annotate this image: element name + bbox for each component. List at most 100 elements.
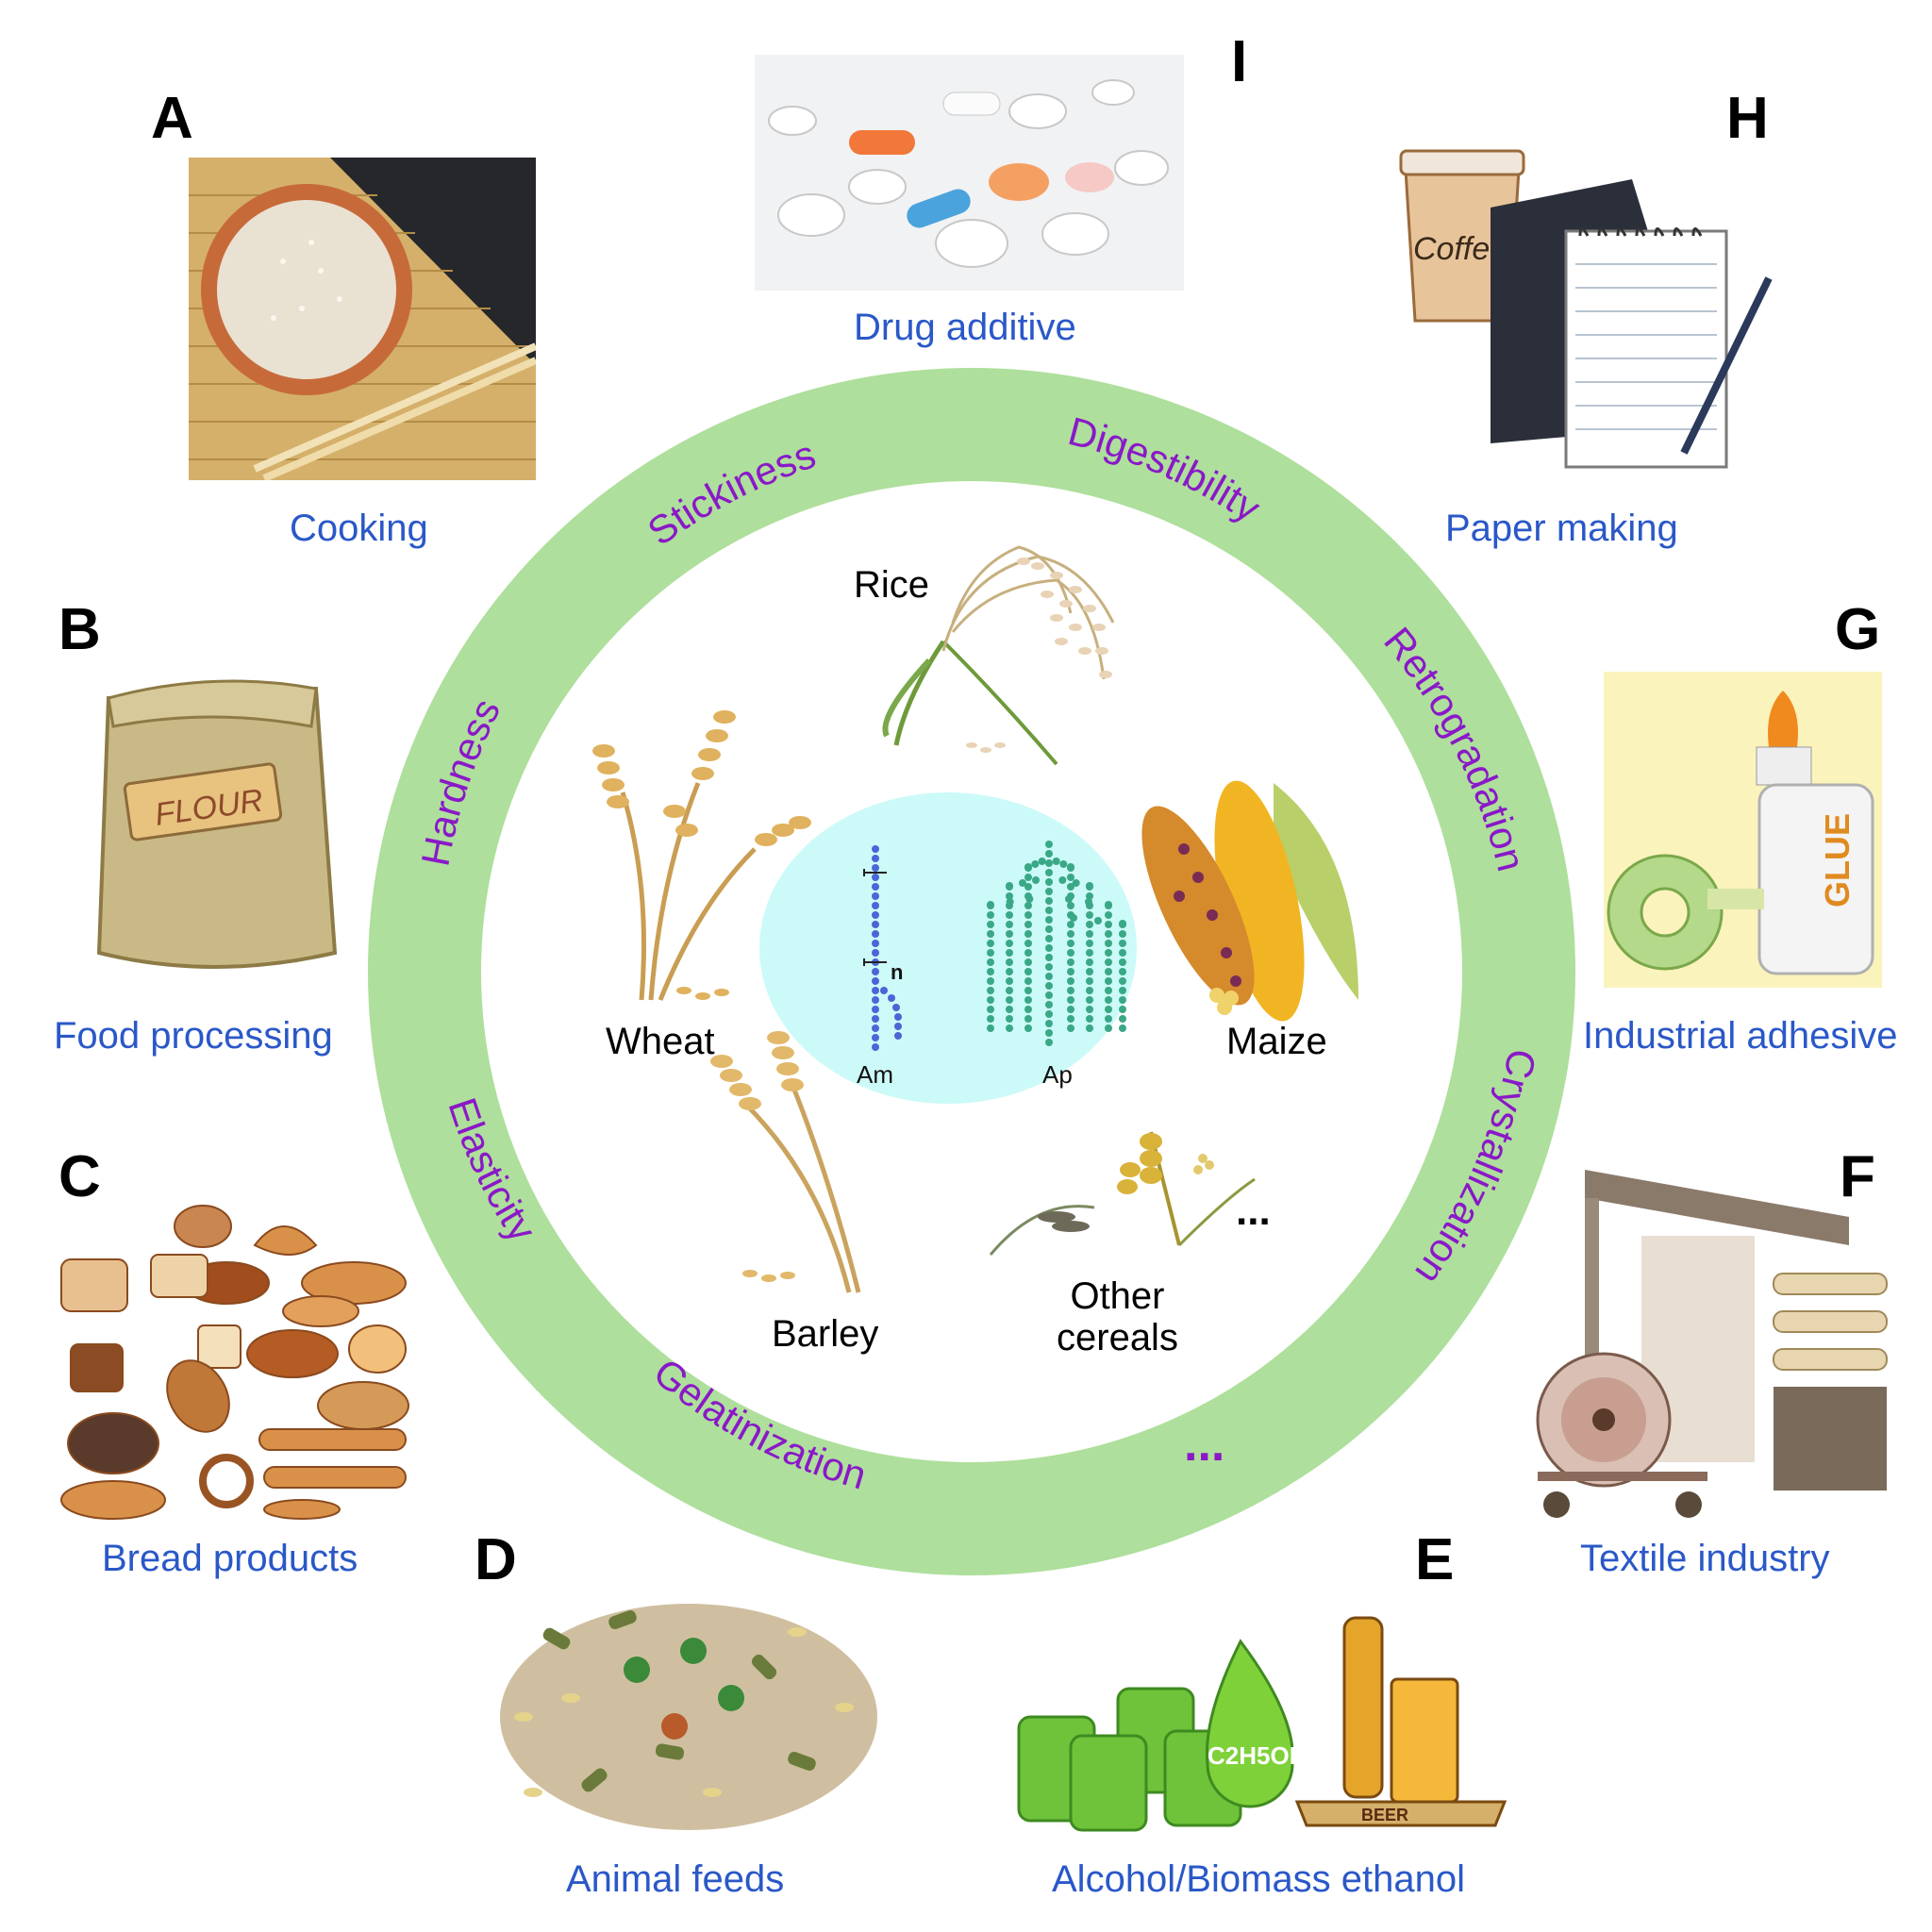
amylopectin-bead — [987, 902, 994, 909]
amylopectin-bead — [1119, 1024, 1126, 1032]
amylopectin-bead — [1119, 949, 1126, 957]
amylopectin-bead — [1006, 892, 1013, 900]
amylopectin-bead — [1045, 944, 1053, 952]
amylopectin-bead — [1006, 1006, 1013, 1013]
amylopectin-bead — [987, 996, 994, 1004]
amylopectin-bead — [1105, 996, 1112, 1004]
amylopectin-bead — [987, 911, 994, 919]
amylopectin-bead — [1006, 1024, 1013, 1032]
amylopectin-bead — [1045, 1001, 1053, 1008]
flour-bag-illustration: FLOUR — [96, 679, 338, 969]
amylopectin-bead — [1006, 977, 1013, 985]
amylopectin-bead — [1024, 930, 1032, 938]
panel-letter-h: H — [1726, 86, 1769, 151]
amylopectin-bead — [1072, 879, 1080, 887]
panel-letter-b: B — [58, 597, 101, 662]
barley-illustration — [710, 1031, 861, 1293]
amylopectin-label: Ap — [1042, 1060, 1073, 1089]
crop-label-wheat: Wheat — [606, 1021, 715, 1062]
panel-letter-f: F — [1840, 1144, 1875, 1209]
amylopectin-bead — [1094, 917, 1102, 924]
other-cereals-illustration — [989, 1131, 1256, 1256]
amylopectin-bead — [987, 930, 994, 938]
amylopectin-bead — [1067, 940, 1074, 947]
amylopectin-bead — [1105, 902, 1112, 909]
amylopectin-bead — [1006, 940, 1013, 947]
amylopectin-bead — [1119, 921, 1126, 928]
panel-letter-g: G — [1835, 597, 1881, 662]
amylopectin-bead — [1006, 911, 1013, 919]
amylopectin-bead — [1105, 958, 1112, 966]
repeat-label: n — [891, 960, 903, 984]
amylopectin-bead — [987, 968, 994, 975]
starch-core — [759, 792, 1137, 1104]
property-ellipsis: ... — [1184, 1417, 1224, 1472]
amylopectin-bead — [1024, 874, 1032, 881]
amylopectin-bead — [1045, 850, 1053, 858]
amylopectin-bead — [1067, 902, 1074, 909]
rice-plant-illustration — [882, 545, 1115, 766]
amylopectin-bead — [1086, 958, 1093, 966]
amylopectin-bead — [1086, 921, 1093, 928]
amylopectin-bead — [1052, 858, 1060, 865]
wheat-plant-illustration — [592, 710, 811, 1001]
amylopectin-bead — [1045, 888, 1053, 895]
amylopectin-bead — [1006, 1015, 1013, 1023]
amylopectin-bead — [1038, 858, 1046, 865]
caption-cooking: Cooking — [290, 508, 428, 549]
amylopectin-bead — [1119, 1006, 1126, 1013]
amylopectin-bead — [1024, 940, 1032, 947]
amylopectin-bead — [1119, 958, 1126, 966]
amylopectin-branches — [987, 841, 1126, 1046]
amylopectin-bead — [987, 977, 994, 985]
amylopectin-bead — [1105, 1006, 1112, 1013]
amylopectin-bead — [1024, 1024, 1032, 1032]
crop-label-other-cereals: Other cereals — [1057, 1275, 1178, 1358]
amylopectin-bead — [1085, 898, 1092, 906]
amylopectin-bead — [987, 958, 994, 966]
caption-food-processing: Food processing — [54, 1015, 333, 1057]
panel-letter-e: E — [1415, 1527, 1455, 1592]
cooking-rice-bowl-illustration — [189, 158, 536, 480]
caption-industrial-adhesive: Industrial adhesive — [1583, 1015, 1898, 1057]
amylopectin-bead — [1067, 921, 1074, 928]
amylopectin-bead — [1086, 883, 1093, 891]
repeat-bracket — [863, 869, 887, 966]
amylopectin-bead — [1119, 987, 1126, 994]
bread-products-illustration — [60, 1205, 409, 1520]
amylopectin-bead — [1065, 895, 1073, 903]
amylopectin-bead — [1086, 987, 1093, 994]
amylopectin-bead — [987, 949, 994, 957]
amylopectin-bead — [1024, 883, 1032, 891]
amylopectin-bead — [987, 940, 994, 947]
crop-label-other-line1: Other — [1070, 1275, 1165, 1317]
amylopectin-bead — [1006, 921, 1013, 928]
amylopectin-bead — [1105, 930, 1112, 938]
amylopectin-bead — [1086, 949, 1093, 957]
amylopectin-bead — [1067, 883, 1074, 891]
amylopectin-bead — [987, 1006, 994, 1013]
amylopectin-bead — [1067, 958, 1074, 966]
panel-letter-i: I — [1231, 29, 1248, 94]
amylopectin-bead — [1045, 1020, 1053, 1027]
amylopectin-bead — [1105, 949, 1112, 957]
amylopectin-bead — [1086, 1024, 1093, 1032]
panel-letter-a: A — [151, 86, 193, 151]
amylopectin-bead — [987, 1024, 994, 1032]
paper-notebook-coffee-illustration: Coffee — [1399, 149, 1773, 469]
property-ring — [368, 368, 1575, 1575]
crop-label-rice: Rice — [854, 564, 930, 606]
amylopectin-bead — [1025, 895, 1034, 903]
amylopectin-bead — [1086, 977, 1093, 985]
amylopectin-bead — [1045, 973, 1053, 980]
textile-machine-illustration — [1536, 1170, 1888, 1518]
amylopectin-bead — [1045, 878, 1053, 886]
amylopectin-bead — [1024, 902, 1032, 909]
amylopectin-bead — [1119, 940, 1126, 947]
amylopectin-bead — [1086, 930, 1093, 938]
amylopectin-bead — [1032, 876, 1040, 884]
amylopectin-bead — [1067, 977, 1074, 985]
amylopectin-bead — [1006, 930, 1013, 938]
amylopectin-bead — [1024, 1006, 1032, 1013]
amylopectin-bead — [1119, 977, 1126, 985]
